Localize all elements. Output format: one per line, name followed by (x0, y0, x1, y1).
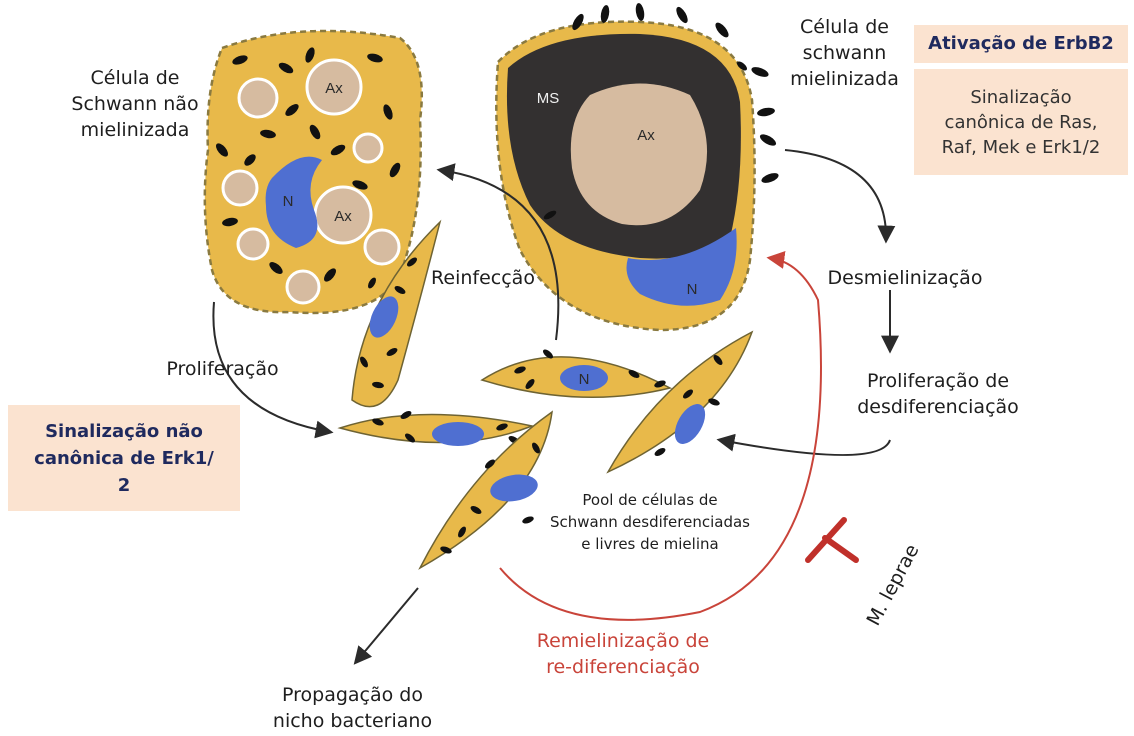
spindle-cell: N (482, 348, 670, 397)
label-demyelination: Desmielinização (805, 265, 1005, 291)
box-noncanonical-text: Sinalização não canônica de Erk1/ 2 (34, 418, 214, 499)
inhibition-symbol (808, 520, 856, 560)
spindle-cell (608, 332, 752, 472)
axon-label: Ax (334, 208, 352, 225)
nonmyelinated-schwann-cell: Ax Ax N (205, 31, 422, 313)
label-dediff-proliferation: Proliferação de desdiferenciação (838, 368, 1038, 420)
nucleus-label: N (283, 193, 294, 210)
spindle-cell (340, 409, 532, 446)
label-reinfection: Reinfecção (418, 265, 548, 291)
axon-shape (571, 84, 707, 226)
arrow-demyelination (785, 150, 886, 240)
label-proliferation: Proliferação (150, 356, 295, 382)
arrow-propagation (356, 588, 418, 662)
label-remyelination: Remielinização de re-diferenciação (508, 628, 738, 680)
box-canonical-text: Sinalização canônica de Ras, Raf, Mek e … (942, 85, 1101, 160)
box-noncanonical-signaling: Sinalização não canônica de Erk1/ 2 (8, 405, 240, 511)
axon-label: Ax (325, 80, 343, 97)
nucleus-label: N (687, 281, 698, 298)
box-erbb2-activation: Ativação de ErbB2 (914, 25, 1128, 63)
label-myelinated-cell: Célula de schwann mielinizada (772, 14, 917, 92)
label-propagation: Propagação do nicho bacteriano (260, 682, 445, 734)
myelin-sheath-label: MS (537, 90, 560, 107)
box-erbb2-text: Ativação de ErbB2 (928, 32, 1114, 56)
nucleus-label: N (579, 371, 590, 388)
box-canonical-signaling: Sinalização canônica de Ras, Raf, Mek e … (914, 69, 1128, 175)
label-nonmyelinated-cell: Célula de Schwann não mielinizada (60, 65, 210, 143)
label-pool: Pool de células de Schwann desdiferencia… (540, 489, 760, 555)
axon-label: Ax (637, 127, 655, 144)
arrow-dediff-proliferation (720, 440, 890, 455)
